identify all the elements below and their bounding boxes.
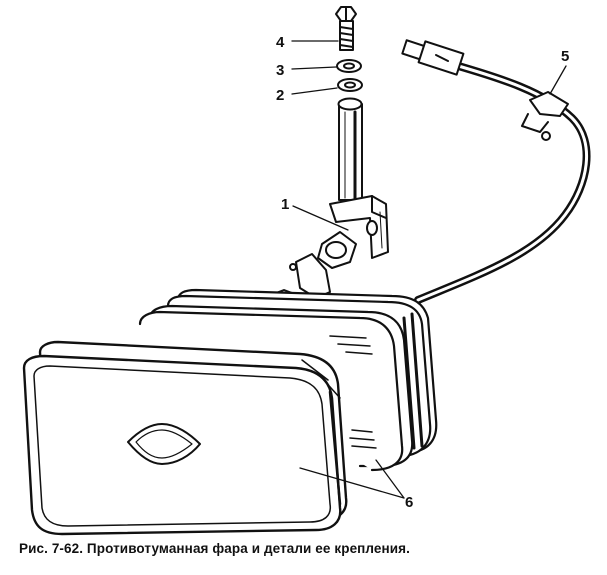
mounting-bracket	[329, 195, 389, 259]
lock-washer	[336, 59, 362, 73]
callout-1: 1	[281, 196, 289, 213]
diamond-emblem	[127, 423, 201, 465]
wiring-cable	[414, 61, 591, 304]
flat-washer	[337, 78, 363, 92]
callout-3: 3	[276, 62, 284, 79]
leader-lines	[291, 40, 567, 499]
spacer-tube	[337, 97, 363, 201]
bolt	[335, 6, 357, 51]
figure-caption: Рис. 7-62. Противотуманная фара и детали…	[19, 541, 411, 556]
cable-clamp	[521, 91, 569, 141]
cable-connector	[401, 39, 465, 76]
callout-4: 4	[276, 34, 285, 51]
callout-2: 2	[276, 87, 284, 104]
callout-6: 6	[405, 494, 413, 511]
callout-5: 5	[561, 48, 569, 65]
